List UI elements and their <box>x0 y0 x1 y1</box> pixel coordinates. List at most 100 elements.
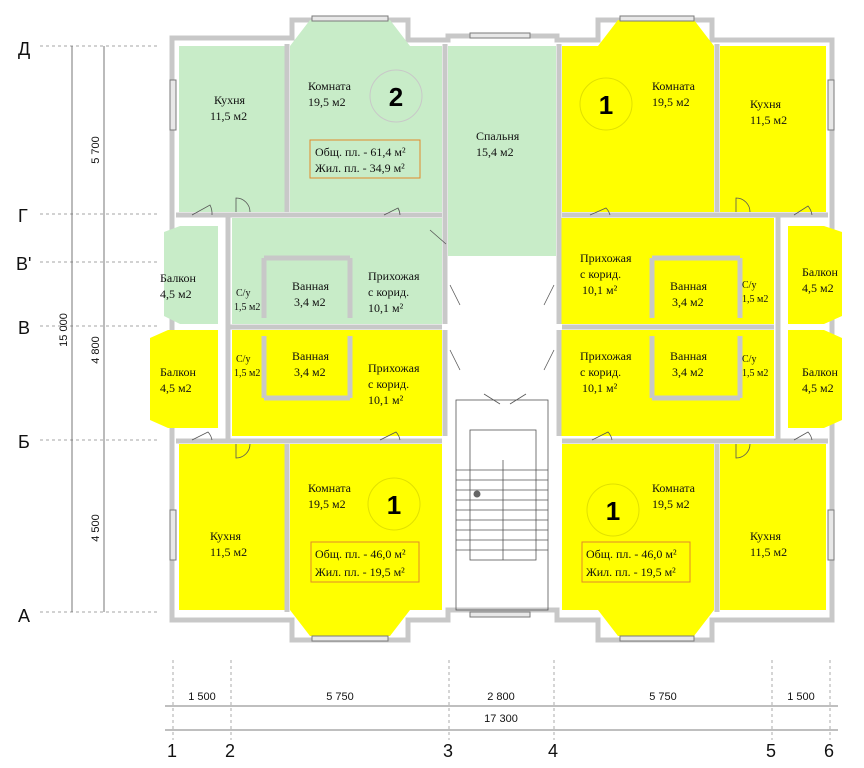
l-wc-up-name: С/у <box>236 288 250 299</box>
dim-bottom-1500-right: 1 500 <box>787 691 815 703</box>
dim-left-4500: 4 500 <box>90 514 102 542</box>
l-wc-low-name: С/у <box>236 354 250 365</box>
dim-bottom-1500-left: 1 500 <box>188 691 216 703</box>
area-box-tl <box>309 139 421 179</box>
l-balcony-up-area-text: 4,5 м2 <box>160 287 192 301</box>
br-kitchen-area <box>720 444 826 610</box>
axis-letter-g: Г <box>18 206 28 226</box>
tl-room-name: Комната <box>308 79 352 93</box>
tr-room-name: Комната <box>652 79 696 93</box>
l-bath-up-name: Ванная <box>292 279 330 293</box>
axis-letter-v: В <box>18 318 30 338</box>
apartment-br-yellow <box>558 330 842 636</box>
apt-circle-tl <box>369 69 423 123</box>
bl-kitchen-area <box>179 444 285 610</box>
apartment-2-green <box>164 20 556 324</box>
r-balcony-low-name: Балкон <box>802 365 839 379</box>
l-hall-low-line3: 10,1 м² <box>368 393 404 407</box>
axis-number-1: 1 <box>167 741 177 761</box>
l-hall-low-line2: с корид. <box>368 377 409 391</box>
bedroom-name: Спальня <box>476 129 520 143</box>
l-balcony-up-area <box>164 226 218 324</box>
apt-circle-tr <box>579 77 633 131</box>
bl-room-area <box>290 444 442 636</box>
l-wc-low-area-text: 1,5 м2 <box>234 368 260 379</box>
bl-kitchen-name: Кухня <box>210 529 242 543</box>
stairwell <box>455 399 549 611</box>
dim-left-15000: 15 000 <box>58 313 70 347</box>
tr-kitchen-name: Кухня <box>750 97 782 111</box>
l-wc-bath-hall-up-area <box>232 218 442 324</box>
area-box-br-living: Жил. пл. - 19,5 м² <box>586 565 676 579</box>
br-room-area <box>562 444 714 636</box>
l-balcony-low-area <box>150 330 218 428</box>
stair-start-dot <box>473 490 481 498</box>
axis-number-3: 3 <box>443 741 453 761</box>
r-bath-low-name: Ванная <box>670 349 708 363</box>
area-box-bl-living: Жил. пл. - 19,5 м² <box>315 565 405 579</box>
area-box-br-total: Общ. пл. - 46,0 м² <box>586 547 677 561</box>
door-swings <box>191 197 813 459</box>
l-bath-low-name: Ванная <box>292 349 330 363</box>
l-balcony-low-area-text: 4,5 м2 <box>160 381 192 395</box>
br-room-name: Комната <box>652 481 696 495</box>
bedroom-area <box>448 46 556 256</box>
apt-number-tr: 1 <box>599 90 613 120</box>
dim-bottom-5750-left: 5 750 <box>326 691 354 703</box>
tl-room-area-text: 19,5 м2 <box>308 95 346 109</box>
tl-room-area <box>290 20 442 212</box>
r-wc-low-name: С/у <box>742 354 756 365</box>
r-balcony-low-area <box>788 330 842 428</box>
dim-bottom-17300: 17 300 <box>484 713 518 725</box>
br-room-area-text: 19,5 м2 <box>652 497 690 511</box>
r-bath-up-area-text: 3,4 м2 <box>672 295 704 309</box>
apt-circle-bl <box>367 477 421 531</box>
axis-letter-a: А <box>18 606 30 626</box>
windows <box>169 15 835 642</box>
dim-bottom-2800: 2 800 <box>487 691 515 703</box>
tr-room-area-text: 19,5 м2 <box>652 95 690 109</box>
bl-room-area-text: 19,5 м2 <box>308 497 346 511</box>
interior-walls <box>176 44 828 612</box>
building-outline <box>169 17 835 643</box>
r-balcony-up-area <box>788 226 842 324</box>
r-wc-low-area-text: 1,5 м2 <box>742 368 768 379</box>
apt-number-tl: 2 <box>389 82 403 112</box>
axis-number-5: 5 <box>766 741 776 761</box>
r-hall-low-line2: с корид. <box>580 365 621 379</box>
l-hall-up-line1: Прихожая <box>368 269 420 283</box>
r-bath-low-area-text: 3,4 м2 <box>672 365 704 379</box>
br-kitchen-name: Кухня <box>750 529 782 543</box>
r-bath-up-name: Ванная <box>670 279 708 293</box>
bl-kitchen-area-text: 11,5 м2 <box>210 545 247 559</box>
r-wc-up-area-text: 1,5 м2 <box>742 294 768 305</box>
dim-bottom-5750-right: 5 750 <box>649 691 677 703</box>
axis-number-6: 6 <box>824 741 834 761</box>
r-hall-up-line3: 10,1 м² <box>582 283 618 297</box>
area-box-tl-living: Жил. пл. - 34,9 м² <box>315 161 405 175</box>
l-hall-low-line1: Прихожая <box>368 361 420 375</box>
tr-room-area <box>562 20 714 212</box>
area-box-br <box>581 541 691 583</box>
l-hall-low-area <box>232 330 442 436</box>
l-bath-up-area-text: 3,4 м2 <box>294 295 326 309</box>
r-balcony-up-area-text: 4,5 м2 <box>802 281 834 295</box>
r-wc-up-name: С/у <box>742 280 756 291</box>
br-kitchen-area-text: 11,5 м2 <box>750 545 787 559</box>
axis-grid <box>40 45 838 740</box>
tr-kitchen-area <box>720 46 826 212</box>
area-box-bl-total: Общ. пл. - 46,0 м² <box>315 547 406 561</box>
bedroom-area-text: 15,4 м2 <box>476 145 514 159</box>
axis-number-4: 4 <box>548 741 558 761</box>
r-hall-low-line3: 10,1 м² <box>582 381 618 395</box>
apt-number-bl: 1 <box>387 490 401 520</box>
area-box-tl-total: Общ. пл. - 61,4 м² <box>315 145 406 159</box>
tl-kitchen-area-text: 11,5 м2 <box>210 109 247 123</box>
apartment-bl-yellow <box>150 330 442 636</box>
axis-letter-d: Д <box>18 39 30 59</box>
l-hall-up-line2: с корид. <box>368 285 409 299</box>
axis-letter-v-prime: В' <box>16 254 31 274</box>
dim-left-5700: 5 700 <box>90 136 102 164</box>
l-balcony-up-name: Балкон <box>160 271 197 285</box>
